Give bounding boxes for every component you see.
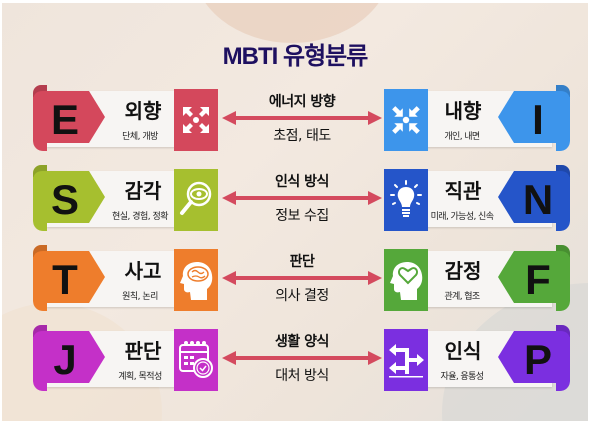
left-type-card: T 사고 원칙, 논리	[33, 245, 218, 311]
double-arrow-icon	[222, 111, 382, 125]
type-letter: S	[50, 176, 79, 223]
type-letter: I	[532, 96, 544, 143]
type-icon-box	[384, 329, 428, 391]
dimension-row-sn: S 감각 현실, 경험, 정확 인식 방식 정보 수집 N 직관 미래, 가능성…	[2, 165, 588, 233]
type-keywords: 개인, 내면	[444, 132, 480, 142]
type-name: 사고	[124, 259, 162, 283]
double-arrow-icon	[222, 271, 382, 285]
type-name: 인식	[444, 339, 482, 363]
type-keywords: 미래, 가능성, 신속	[430, 212, 494, 222]
right-type-card: I 내향 개인, 내면	[384, 85, 570, 151]
letter-tab	[33, 331, 105, 391]
dimension-connector: 생활 양식 대처 방식	[222, 325, 382, 391]
letter-tab	[498, 331, 570, 391]
type-letter: F	[525, 256, 551, 303]
left-type-card: E 외향 단체, 개방	[33, 85, 218, 151]
head-heart-icon	[387, 258, 425, 302]
type-keywords: 계획, 목적성	[118, 372, 162, 382]
type-icon-box	[174, 169, 218, 231]
type-keywords: 단체, 개방	[122, 132, 158, 142]
letter-tab	[498, 171, 570, 231]
type-letter: T	[52, 256, 78, 303]
right-type-card: F 감정 관계, 협조	[384, 245, 570, 311]
dimension-label: 에너지 방향	[268, 94, 336, 110]
eye-magnifier-icon	[179, 180, 213, 220]
type-letter: P	[523, 336, 552, 383]
type-letter: N	[522, 176, 554, 223]
type-keywords: 자율, 융통성	[440, 372, 485, 382]
type-letter: J	[53, 336, 77, 383]
letter-tab	[33, 171, 105, 231]
left-type-card: J 판단 계획, 목적성	[33, 325, 218, 391]
lightbulb-icon	[388, 179, 424, 221]
dimension-sublabel: 정보 수집	[275, 208, 329, 224]
type-letter: E	[50, 96, 79, 143]
type-keywords: 현실, 경험, 정확	[111, 212, 169, 222]
compress-arrows-icon	[390, 104, 422, 136]
dimension-row-jp: J 판단 계획, 목적성 생활 양식 대처 방식 P 인식 자율, 융통성	[2, 325, 588, 393]
double-arrow-icon	[222, 351, 382, 365]
type-icon-box	[174, 89, 218, 151]
expand-arrows-icon	[181, 105, 211, 135]
dimension-label: 인식 방식	[275, 174, 329, 190]
double-arrow-icon	[222, 191, 382, 205]
dimension-sublabel: 대처 방식	[275, 368, 329, 384]
dimension-label: 판단	[289, 254, 315, 270]
type-icon-box	[174, 329, 218, 391]
type-icon-box	[384, 249, 428, 311]
calendar-clock-icon	[177, 339, 215, 381]
dimension-row-tf: T 사고 원칙, 논리 판단 의사 결정 F 감정 관계, 협조	[2, 245, 588, 313]
type-name: 판단	[124, 339, 162, 363]
dimension-sublabel: 초점, 태도	[273, 128, 331, 144]
right-type-card: P 인식 자율, 융통성	[384, 325, 570, 391]
letter-tab	[33, 91, 105, 151]
right-type-card: N 직관 미래, 가능성, 신속	[384, 165, 570, 231]
head-brain-icon	[177, 258, 215, 302]
type-icon-box	[384, 169, 428, 231]
type-keywords: 관계, 협조	[444, 292, 480, 302]
page-title: MBTI 유형분류	[222, 43, 369, 70]
signpost-arrows-icon	[387, 340, 425, 380]
letter-tab	[498, 91, 570, 151]
type-icon-box	[174, 249, 218, 311]
dimension-label: 생활 양식	[275, 334, 329, 350]
type-icon-box	[384, 89, 428, 151]
dimension-connector: 에너지 방향 초점, 태도	[222, 85, 382, 151]
type-name: 내향	[444, 99, 482, 123]
dimension-sublabel: 의사 결정	[275, 288, 329, 304]
letter-tab	[498, 251, 570, 311]
type-name: 감각	[124, 179, 162, 203]
dimension-connector: 인식 방식 정보 수집	[222, 165, 382, 231]
left-type-card: S 감각 현실, 경험, 정확	[33, 165, 218, 231]
type-keywords: 원칙, 논리	[122, 292, 158, 302]
type-name: 외향	[124, 99, 162, 123]
letter-tab	[33, 251, 105, 311]
infographic-canvas: MBTI 유형분류 E 외향 단체, 개방 에너지 방향 초점, 태도 I 내향…	[2, 3, 588, 421]
type-name: 감정	[444, 259, 482, 283]
dimension-row-ei: E 외향 단체, 개방 에너지 방향 초점, 태도 I 내향 개인, 내면	[2, 85, 588, 153]
dimension-connector: 판단 의사 결정	[222, 245, 382, 311]
type-name: 직관	[444, 179, 482, 203]
